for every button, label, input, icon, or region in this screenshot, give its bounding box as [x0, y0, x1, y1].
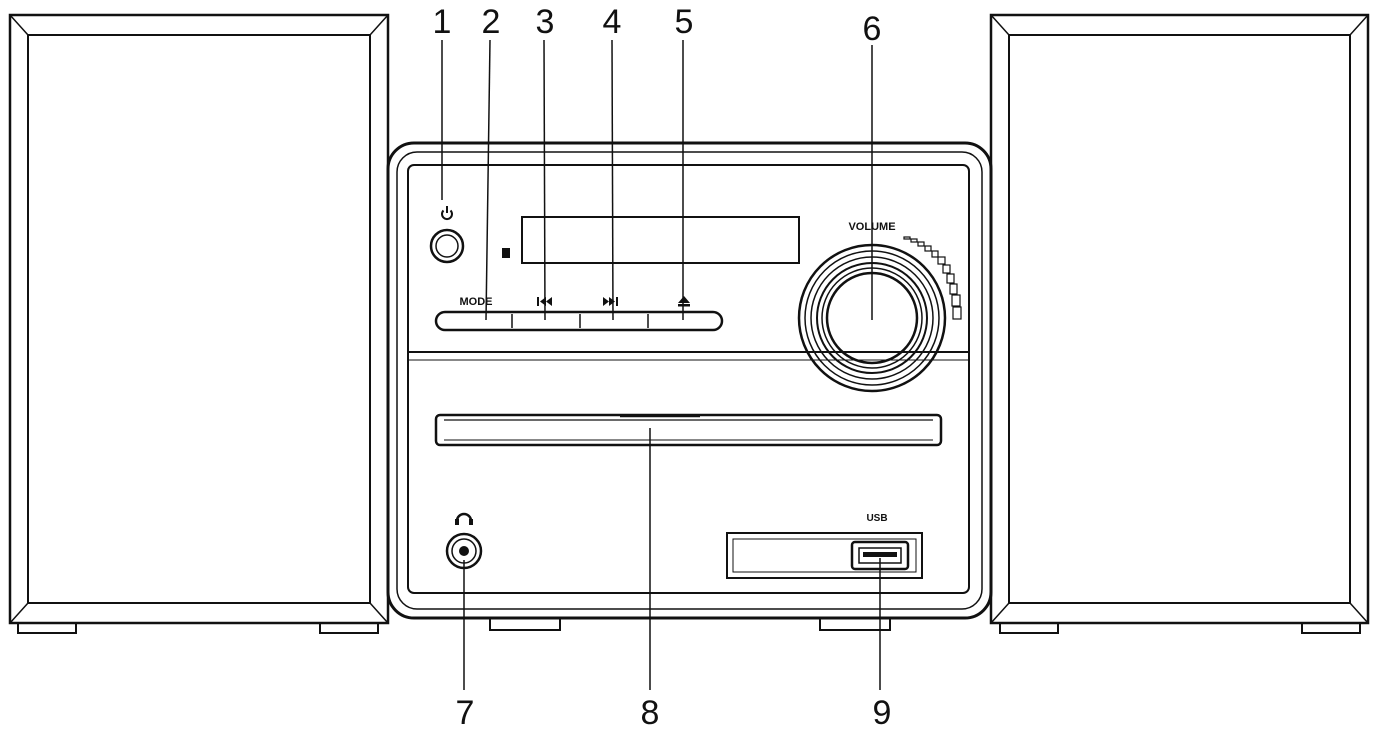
headphones-icon: [455, 512, 473, 525]
callout-1: 1: [433, 3, 452, 41]
remote-sensor-icon: [502, 248, 510, 258]
usb-label: USB: [866, 513, 887, 524]
mode-button[interactable]: [438, 313, 512, 329]
next-track-icon: [603, 297, 618, 306]
callout-7: 7: [456, 694, 475, 729]
display-window: [521, 216, 800, 264]
callout-4: 4: [603, 3, 622, 41]
leader-4: [611, 39, 614, 321]
cd-slot[interactable]: [434, 413, 943, 447]
usb-panel: [726, 532, 923, 579]
callout-leaders: [441, 39, 881, 690]
callout-2: 2: [482, 3, 501, 41]
unit-foot-left: [489, 617, 561, 631]
callout-6: 6: [863, 10, 882, 48]
left-speaker: [8, 13, 390, 634]
callouts: 1 2 3 4 5 6 7 8 9: [433, 3, 892, 729]
mode-label: MODE: [460, 296, 493, 308]
eject-button[interactable]: [648, 313, 720, 329]
leader-3: [543, 39, 546, 321]
button-bar: [434, 310, 724, 332]
leader-2: [485, 39, 491, 321]
callout-3: 3: [536, 3, 555, 41]
volume-scale: [903, 236, 962, 320]
right-speaker-foot-left: [999, 622, 1059, 634]
power-icon: [441, 206, 453, 220]
right-speaker-foot-right: [1301, 622, 1361, 634]
power-button[interactable]: [429, 228, 465, 264]
eject-icon: [678, 296, 690, 307]
unit-foot-right: [819, 617, 891, 631]
left-speaker-foot-right: [319, 622, 379, 634]
previous-button[interactable]: [512, 313, 580, 329]
left-speaker-foot-left: [17, 622, 77, 634]
next-button[interactable]: [580, 313, 648, 329]
main-unit: [386, 141, 993, 631]
right-speaker: [989, 13, 1370, 634]
callout-5: 5: [675, 3, 694, 41]
callout-9: 9: [873, 694, 892, 729]
callout-8: 8: [641, 694, 660, 729]
